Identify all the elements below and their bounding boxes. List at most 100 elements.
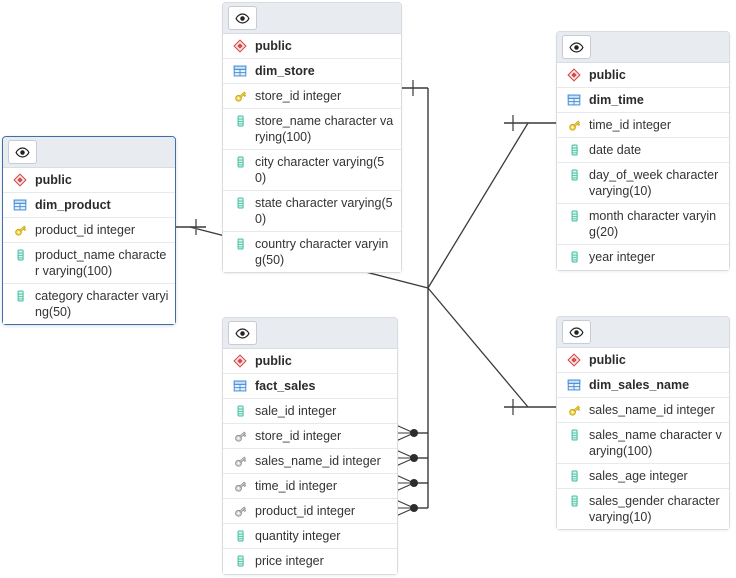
primary-key-icon bbox=[565, 117, 583, 133]
table-name-row-dim_store[interactable]: dim_store bbox=[223, 59, 401, 84]
schema-label: public bbox=[589, 68, 626, 82]
column-label: sales_name_id integer bbox=[589, 403, 715, 417]
eye-icon[interactable] bbox=[562, 320, 591, 344]
column-row[interactable]: category character varying(50) bbox=[3, 284, 175, 324]
column-label: store_id integer bbox=[255, 89, 342, 103]
primary-key-icon bbox=[11, 222, 29, 238]
column-label: sales_name_id integer bbox=[255, 454, 381, 468]
primary-key-icon bbox=[565, 402, 583, 418]
column-row[interactable]: sales_age integer bbox=[557, 464, 729, 489]
column-row[interactable]: product_name character varying(100) bbox=[3, 243, 175, 284]
column-icon bbox=[565, 208, 583, 224]
column-row[interactable]: sales_name_id integer bbox=[223, 449, 397, 474]
eye-icon[interactable] bbox=[8, 140, 37, 164]
column-label: product_id integer bbox=[255, 504, 356, 518]
column-icon bbox=[231, 236, 249, 252]
column-icon bbox=[11, 247, 29, 263]
schema-icon bbox=[565, 67, 583, 83]
column-label: quantity integer bbox=[255, 529, 341, 543]
table-name-label: dim_time bbox=[589, 93, 644, 107]
column-icon bbox=[231, 528, 249, 544]
schema-icon bbox=[231, 38, 249, 54]
table-name-label: dim_product bbox=[35, 198, 111, 212]
entity-header-dim_sales_name[interactable] bbox=[557, 317, 729, 348]
column-label: city character varying(50) bbox=[255, 155, 385, 185]
column-icon bbox=[565, 167, 583, 183]
schema-row-dim_store[interactable]: public bbox=[223, 34, 401, 59]
eye-icon[interactable] bbox=[562, 35, 591, 59]
schema-icon bbox=[565, 352, 583, 368]
table-icon bbox=[565, 377, 583, 393]
column-row[interactable]: store_id integer bbox=[223, 84, 401, 109]
entity-card-dim_time[interactable]: public dim_time time_id integer date date da… bbox=[556, 31, 730, 271]
column-label: category character varying(50) bbox=[35, 289, 169, 319]
table-name-row-fact_sales[interactable]: fact_sales bbox=[223, 374, 397, 399]
table-icon bbox=[565, 92, 583, 108]
foreign-key-icon bbox=[231, 428, 249, 444]
schema-label: public bbox=[255, 354, 292, 368]
column-icon bbox=[565, 427, 583, 443]
entity-header-fact_sales[interactable] bbox=[223, 318, 397, 349]
column-row[interactable]: country character varying(50) bbox=[223, 232, 401, 272]
column-row[interactable]: year integer bbox=[557, 245, 729, 270]
entity-header-dim_product[interactable] bbox=[3, 137, 175, 168]
column-icon bbox=[231, 113, 249, 129]
table-icon bbox=[231, 63, 249, 79]
column-row[interactable]: quantity integer bbox=[223, 524, 397, 549]
column-row[interactable]: product_id integer bbox=[223, 499, 397, 524]
schema-row-dim_sales_name[interactable]: public bbox=[557, 348, 729, 373]
column-label: date date bbox=[589, 143, 642, 157]
eye-icon[interactable] bbox=[228, 321, 257, 345]
column-row[interactable]: month character varying(20) bbox=[557, 204, 729, 245]
column-row[interactable]: time_id integer bbox=[223, 474, 397, 499]
eye-icon[interactable] bbox=[228, 6, 257, 30]
column-row[interactable]: date date bbox=[557, 138, 729, 163]
column-label: state character varying(50) bbox=[255, 196, 393, 226]
column-row[interactable]: store_id integer bbox=[223, 424, 397, 449]
column-label: time_id integer bbox=[589, 118, 671, 132]
table-name-row-dim_sales_name[interactable]: dim_sales_name bbox=[557, 373, 729, 398]
column-icon bbox=[231, 403, 249, 419]
column-icon bbox=[231, 553, 249, 569]
column-row[interactable]: store_name character varying(100) bbox=[223, 109, 401, 150]
column-row[interactable]: city character varying(50) bbox=[223, 150, 401, 191]
schema-label: public bbox=[589, 353, 626, 367]
column-row[interactable]: day_of_week character varying(10) bbox=[557, 163, 729, 204]
column-label: day_of_week character varying(10) bbox=[589, 168, 719, 198]
foreign-key-icon bbox=[231, 478, 249, 494]
column-row[interactable]: sales_name character varying(100) bbox=[557, 423, 729, 464]
column-label: sale_id integer bbox=[255, 404, 337, 418]
column-icon bbox=[231, 195, 249, 211]
column-icon bbox=[11, 288, 29, 304]
entity-header-dim_store[interactable] bbox=[223, 3, 401, 34]
table-name-label: dim_store bbox=[255, 64, 315, 78]
entity-card-dim_store[interactable]: public dim_store store_id integer store_nam… bbox=[222, 2, 402, 273]
column-row[interactable]: time_id integer bbox=[557, 113, 729, 138]
column-label: year integer bbox=[589, 250, 656, 264]
column-icon bbox=[565, 493, 583, 509]
entity-card-dim_sales_name[interactable]: public dim_sales_name sales_name_id intege… bbox=[556, 316, 730, 530]
column-label: sales_name character varying(100) bbox=[589, 428, 722, 458]
column-label: store_id integer bbox=[255, 429, 342, 443]
schema-row-dim_product[interactable]: public bbox=[3, 168, 175, 193]
column-row[interactable]: state character varying(50) bbox=[223, 191, 401, 232]
table-icon bbox=[231, 378, 249, 394]
entity-card-fact_sales[interactable]: public fact_sales sale_id integer store_id … bbox=[222, 317, 398, 575]
entity-header-dim_time[interactable] bbox=[557, 32, 729, 63]
table-name-label: dim_sales_name bbox=[589, 378, 690, 392]
column-row[interactable]: sale_id integer bbox=[223, 399, 397, 424]
table-name-row-dim_time[interactable]: dim_time bbox=[557, 88, 729, 113]
foreign-key-icon bbox=[231, 503, 249, 519]
column-row[interactable]: price integer bbox=[223, 549, 397, 574]
schema-row-dim_time[interactable]: public bbox=[557, 63, 729, 88]
column-row[interactable]: sales_gender character varying(10) bbox=[557, 489, 729, 529]
schema-label: public bbox=[255, 39, 292, 53]
column-label: month character varying(20) bbox=[589, 209, 717, 239]
schema-row-fact_sales[interactable]: public bbox=[223, 349, 397, 374]
column-label: price integer bbox=[255, 554, 324, 568]
column-label: sales_age integer bbox=[589, 469, 688, 483]
table-name-row-dim_product[interactable]: dim_product bbox=[3, 193, 175, 218]
column-row[interactable]: product_id integer bbox=[3, 218, 175, 243]
column-row[interactable]: sales_name_id integer bbox=[557, 398, 729, 423]
